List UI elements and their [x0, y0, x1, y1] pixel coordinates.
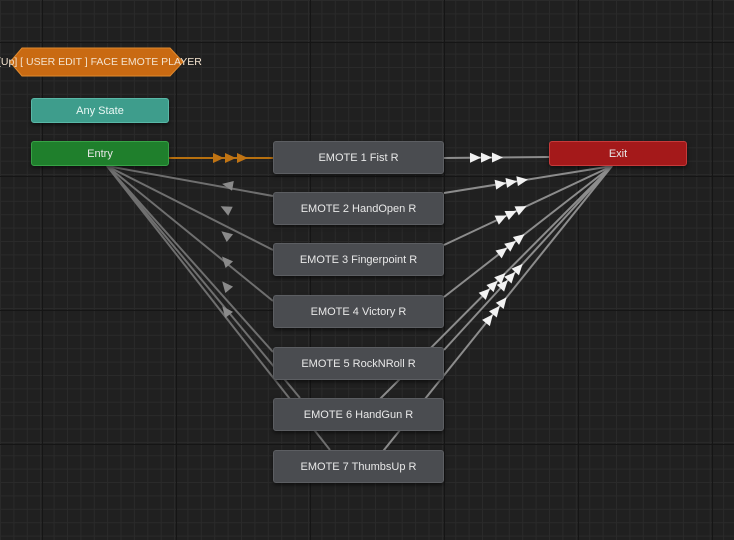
- entry-transition-arrow-icon: [222, 256, 234, 269]
- exit-transition-arrow-icon: [504, 271, 516, 284]
- state-node-emote-1[interactable]: EMOTE 1 Fist R: [273, 141, 444, 174]
- default-transition-arrow-icon: [237, 153, 248, 163]
- entry-transition-line[interactable]: [106, 165, 301, 399]
- exit-transition-arrow-icon: [511, 263, 523, 276]
- entry-transition-line[interactable]: [106, 165, 274, 353]
- layer-node-label: [Up] [ USER EDIT ] FACE EMOTE PLAYER: [0, 56, 202, 68]
- exit-transition-arrow-icon: [494, 179, 507, 190]
- entry-node[interactable]: Entry: [31, 141, 169, 166]
- exit-transition-line[interactable]: [443, 165, 613, 351]
- exit-transition-arrow-icon: [491, 152, 503, 163]
- entry-transition-line[interactable]: [106, 165, 274, 197]
- exit-transition-arrow-icon: [480, 152, 492, 163]
- exit-transition-arrow-icon: [495, 297, 507, 309]
- state-node-emote-3[interactable]: EMOTE 3 Fingerpoint R: [273, 243, 444, 276]
- state-node-emote-4[interactable]: EMOTE 4 Victory R: [273, 295, 444, 328]
- exit-transition-arrow-icon: [516, 176, 528, 187]
- exit-transition-line[interactable]: [443, 165, 613, 246]
- exit-transition-arrow-icon: [494, 215, 507, 225]
- entry-transition-arrow-icon: [222, 306, 234, 319]
- state-node-emote-6[interactable]: EMOTE 6 HandGun R: [273, 398, 444, 431]
- default-transition-arrow-icon: [225, 153, 236, 163]
- entry-transition-line[interactable]: [106, 165, 274, 302]
- exit-transition-line[interactable]: [443, 165, 613, 298]
- state-node-emote-7[interactable]: EMOTE 7 ThumbsUp R: [273, 450, 444, 483]
- exit-transition-arrow-icon: [482, 314, 493, 327]
- exit-transition-line[interactable]: [443, 165, 613, 194]
- parent-layer-node[interactable]: [Up] [ USER EDIT ] FACE EMOTE PLAYER: [0, 47, 205, 77]
- exit-transition-arrow-icon: [488, 305, 500, 318]
- entry-transition-line[interactable]: [106, 165, 274, 251]
- state-node-emote-5[interactable]: EMOTE 5 RockNRoll R: [273, 347, 444, 380]
- exit-transition-arrow-icon: [505, 178, 518, 188]
- exit-transition-arrow-icon: [478, 288, 490, 300]
- state-node-emote-2[interactable]: EMOTE 2 HandOpen R: [273, 192, 444, 225]
- entry-transition-arrow-icon: [220, 206, 233, 216]
- default-transition-arrow-icon: [213, 153, 224, 163]
- exit-transition-arrow-icon: [504, 210, 517, 221]
- entry-transition-arrow-icon: [222, 180, 234, 191]
- any-state-node[interactable]: Any State: [31, 98, 169, 123]
- exit-transition-arrow-icon: [495, 247, 508, 259]
- exit-transition-arrow-icon: [512, 234, 525, 245]
- exit-node[interactable]: Exit: [549, 141, 687, 166]
- exit-transition-arrow-icon: [494, 272, 506, 285]
- layer-node-hexagon-icon: [9, 47, 184, 77]
- exit-transition-arrow-icon: [504, 240, 516, 252]
- exit-transition-arrow-icon: [469, 152, 482, 163]
- entry-transition-arrow-icon: [221, 231, 234, 243]
- exit-transition-arrow-icon: [486, 280, 498, 293]
- exit-transition-arrow-icon: [514, 206, 527, 216]
- entry-transition-arrow-icon: [222, 281, 234, 294]
- exit-transition-arrow-icon: [496, 280, 508, 292]
